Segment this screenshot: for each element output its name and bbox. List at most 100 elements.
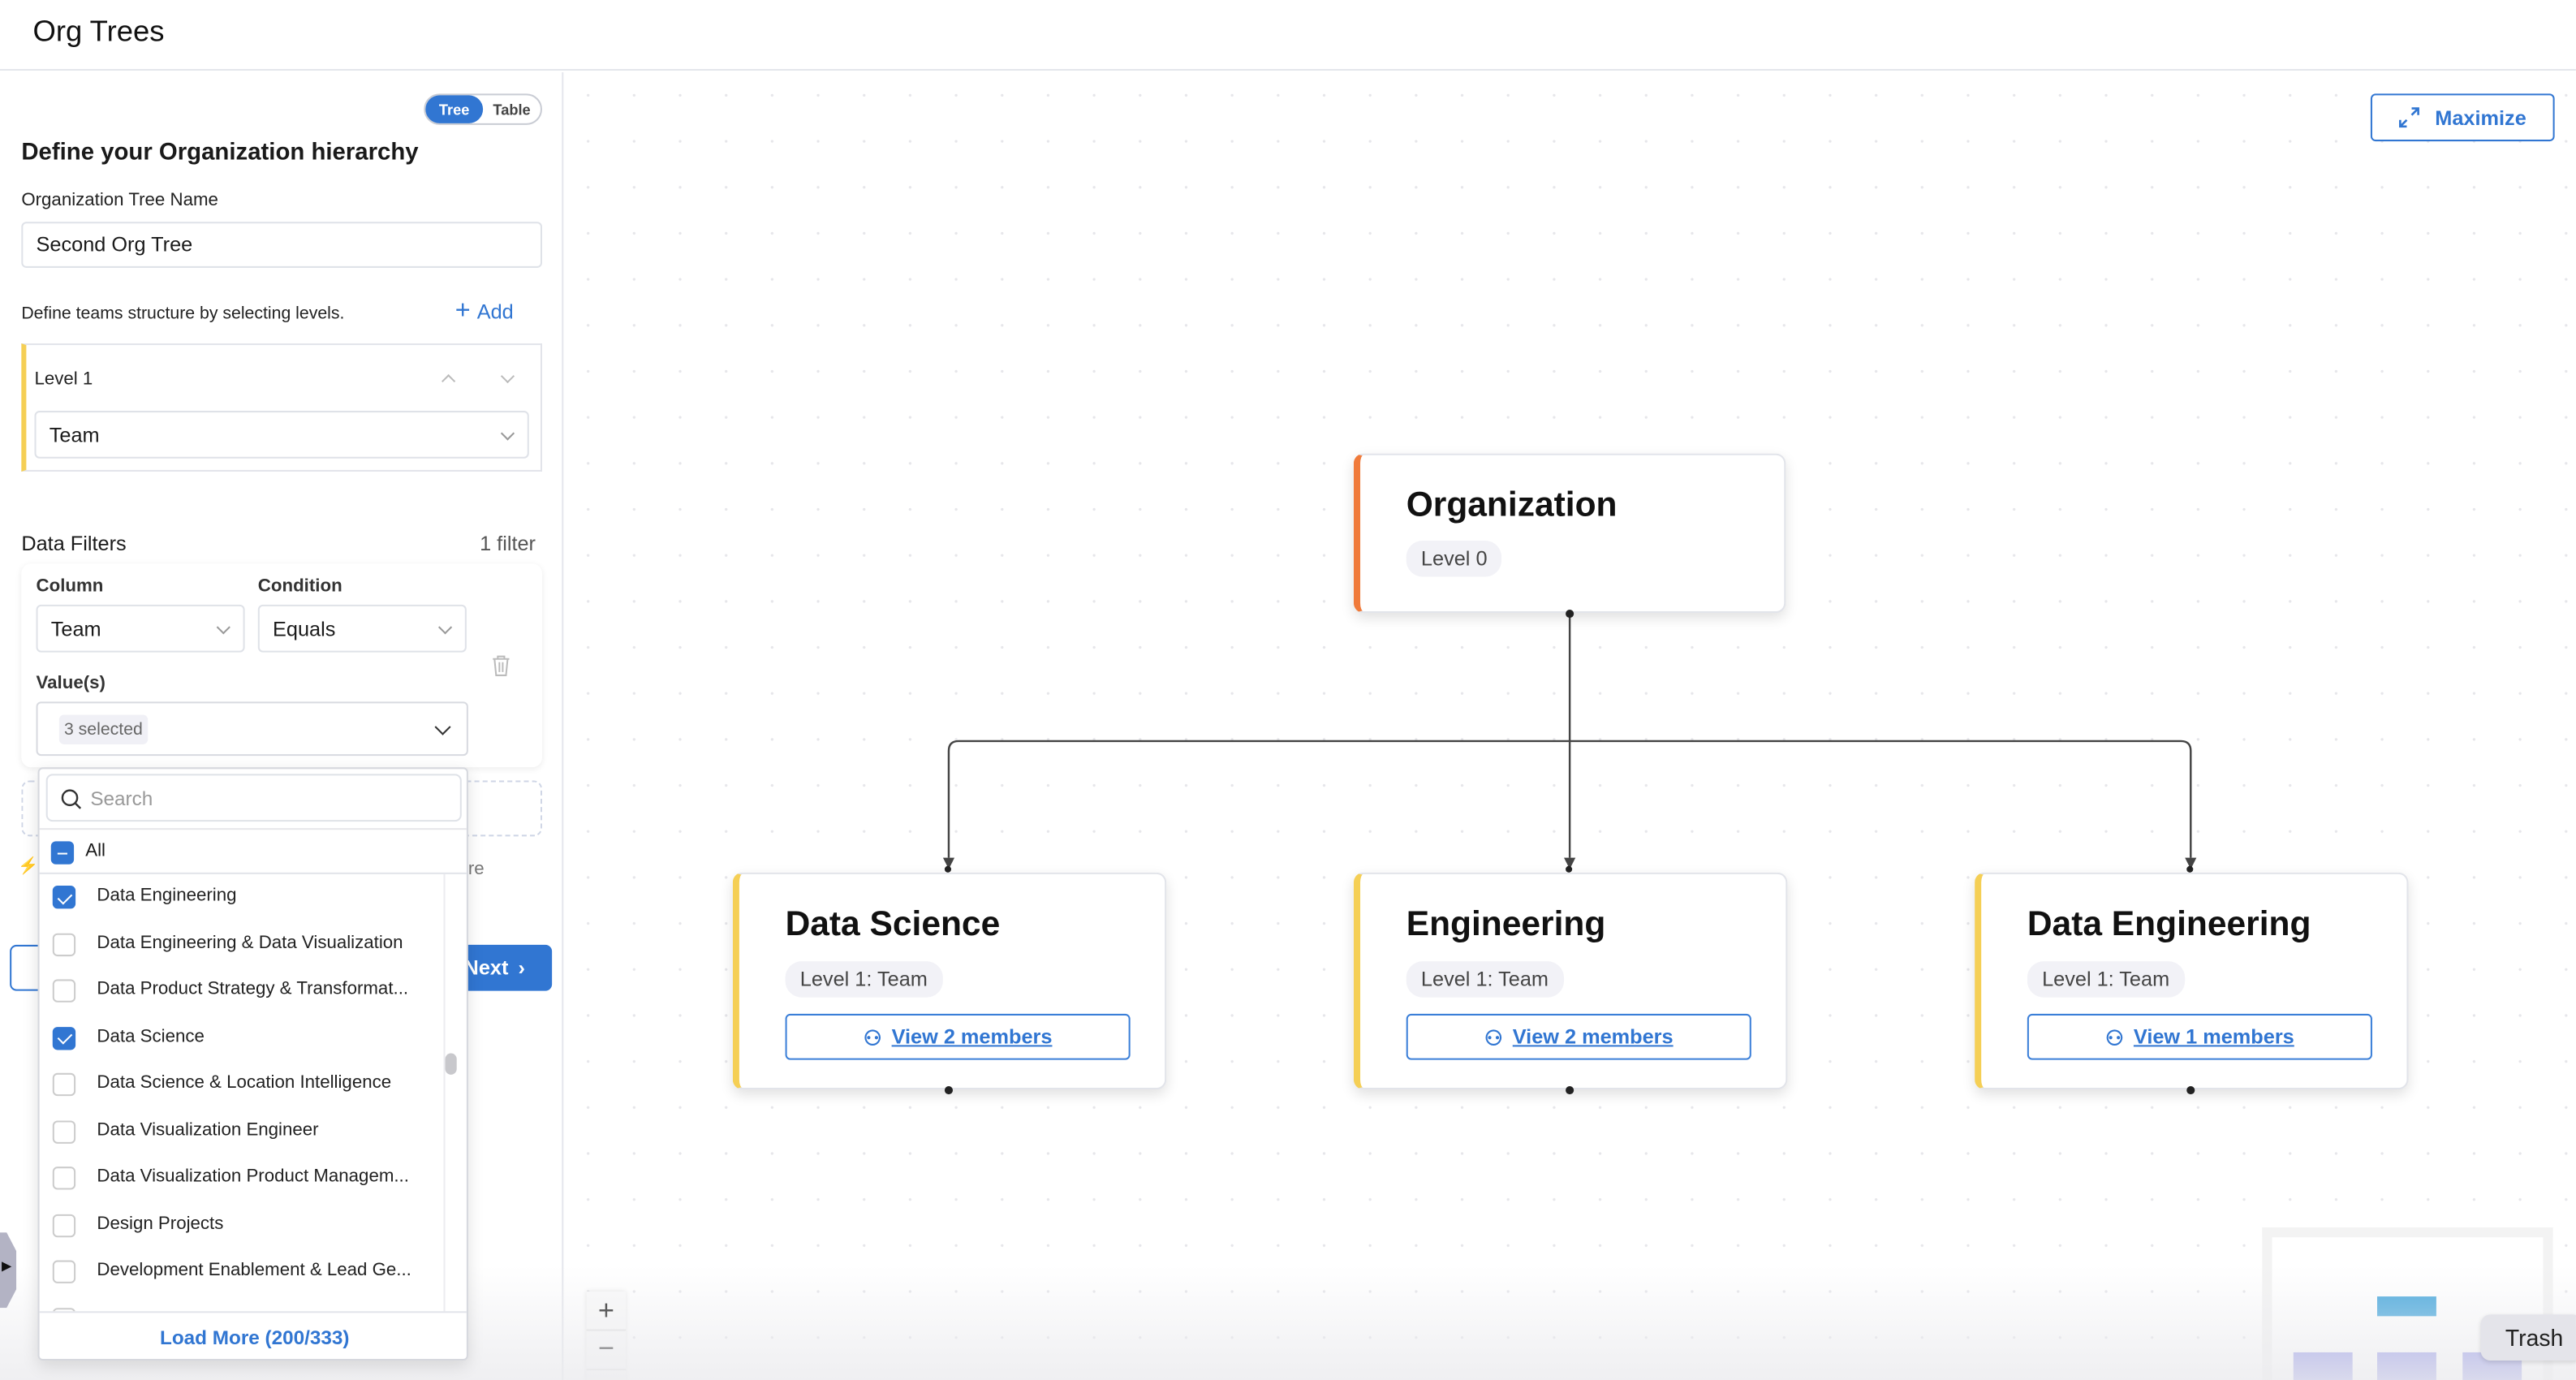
level-chip: Level 0: [1406, 540, 1502, 577]
lightning-icon: ⚡: [18, 857, 39, 876]
section-heading: Define your Organization hierarchy: [21, 140, 419, 166]
handle-dot[interactable]: [2186, 865, 2194, 873]
trash-icon[interactable]: [491, 654, 510, 677]
option-checkbox[interactable]: [52, 1119, 76, 1143]
view-members-label: View 2 members: [891, 1025, 1053, 1049]
option-checkbox[interactable]: [52, 1072, 76, 1097]
option-item[interactable]: Data Engineering & Data Visualization: [40, 921, 444, 968]
column-label: Column: [36, 576, 104, 597]
hidden-text-fragment: re: [467, 859, 485, 879]
users-icon: ⚇: [1484, 1026, 1503, 1050]
level-chip: Level 1: Team: [1406, 961, 1564, 998]
level-value: Team: [49, 423, 100, 446]
column-select[interactable]: Team: [36, 604, 245, 653]
search-icon: [61, 789, 82, 809]
maximize-button[interactable]: Maximize: [2370, 93, 2555, 142]
zoom-out-button[interactable]: −: [586, 1331, 627, 1371]
level-label: Level 1: [34, 369, 93, 390]
filters-count: 1 filter: [480, 532, 536, 556]
toggle-tree[interactable]: Tree: [425, 95, 484, 123]
option-item[interactable]: Development Enablement & Lead Ge...: [40, 1248, 444, 1295]
handle-dot[interactable]: [1566, 1085, 1574, 1095]
option-label: Development Enablement & Lead Ge...: [97, 1260, 411, 1280]
handle-dot[interactable]: [944, 865, 952, 873]
values-label: Value(s): [36, 673, 106, 694]
plus-icon: +: [454, 297, 471, 326]
levels-hint: Define teams structure by selecting leve…: [21, 304, 345, 324]
option-label: Data Science: [97, 1026, 205, 1046]
option-item[interactable]: Data Engineering: [40, 874, 444, 921]
option-checkbox[interactable]: [52, 886, 76, 909]
option-label: Data Visualization Engineer: [97, 1119, 319, 1140]
option-label: Design Projects: [97, 1213, 224, 1234]
option-item[interactable]: Data Science: [40, 1015, 444, 1061]
filter-card: Column Condition Team Equals Value(s) 3 …: [21, 563, 542, 768]
view-members-label: View 2 members: [1512, 1025, 1674, 1049]
arrow-head: [2185, 857, 2197, 869]
node-child[interactable]: Data Engineering Level 1: Team ⚇View 1 m…: [1975, 872, 2409, 1090]
option-label: Data Visualization Product Managem...: [97, 1167, 409, 1187]
chevron-right-icon: ›: [518, 956, 525, 980]
option-item[interactable]: Data Visualization Product Managem...: [40, 1155, 444, 1201]
view-members-button[interactable]: ⚇View 1 members: [2027, 1013, 2372, 1060]
option-checkbox[interactable]: [52, 1167, 76, 1190]
condition-value: Equals: [273, 617, 336, 640]
option-checkbox[interactable]: [52, 979, 76, 1003]
indeterminate-checkbox[interactable]: [50, 841, 75, 865]
node-title: Data Engineering: [2027, 905, 2311, 943]
level-card: Level 1 Team: [21, 343, 542, 472]
option-checkbox[interactable]: [52, 932, 76, 956]
node-title: Engineering: [1406, 905, 1606, 943]
side-expander[interactable]: [0, 1232, 17, 1309]
handle-dot[interactable]: [2186, 1085, 2195, 1095]
next-label: Next: [463, 956, 509, 980]
select-all-row[interactable]: All: [39, 828, 467, 874]
view-toggle[interactable]: Tree Table: [424, 93, 542, 125]
node-child[interactable]: Engineering Level 1: Team ⚇ View 2 member…: [1353, 872, 1788, 1090]
tree-canvas[interactable]: [565, 72, 2576, 1380]
handle-dot[interactable]: [944, 1085, 954, 1095]
view-members-button[interactable]: ⚇ View 2 members: [1406, 1013, 1751, 1060]
add-level-button[interactable]: +Add: [454, 297, 514, 326]
option-item[interactable]: Data Visualization Engineer: [40, 1108, 444, 1154]
option-item[interactable]: Data Science & Location Intelligence: [40, 1062, 444, 1108]
minimap-child-node: [2293, 1352, 2353, 1380]
users-icon: ⚇: [2105, 1026, 2124, 1050]
option-item-partial[interactable]: [40, 1296, 444, 1312]
minimap-child-node: [2377, 1352, 2436, 1380]
app-header: Org Trees: [0, 0, 2576, 71]
search-placeholder: Search: [90, 786, 153, 809]
load-more-button[interactable]: Load More (200/333): [39, 1311, 467, 1359]
add-label: Add: [476, 300, 514, 324]
node-child[interactable]: Data Science Level 1: Team ⚇View 2 membe…: [732, 872, 1167, 1090]
option-label: Data Engineering & Data Visualization: [97, 932, 403, 953]
option-label: Data Product Strategy & Transformat...: [97, 979, 409, 999]
zoom-in-button[interactable]: +: [586, 1292, 627, 1331]
tree-name-value: Second Org Tree: [36, 233, 193, 257]
option-checkbox[interactable]: [52, 1260, 76, 1283]
condition-select[interactable]: Equals: [257, 604, 467, 653]
option-checkbox[interactable]: [52, 1213, 76, 1237]
option-label: Data Engineering: [97, 886, 237, 906]
toggle-table[interactable]: Table: [493, 101, 531, 118]
option-checkbox[interactable]: [52, 1026, 76, 1050]
level-select[interactable]: Team: [34, 411, 529, 459]
scrollbar-thumb[interactable]: [445, 1053, 457, 1075]
tree-name-label: Organization Tree Name: [21, 190, 218, 211]
node-organization[interactable]: Organization Level 0: [1353, 453, 1786, 614]
view-members-button[interactable]: ⚇View 2 members: [785, 1013, 1131, 1060]
handle-dot[interactable]: [1566, 865, 1573, 873]
values-multiselect[interactable]: 3 selected: [36, 701, 468, 757]
arrow-head: [1564, 857, 1576, 869]
option-item[interactable]: Design Projects: [40, 1202, 444, 1248]
handle-dot[interactable]: [1566, 609, 1574, 619]
level-chip: Level 1: Team: [785, 961, 943, 998]
condition-label: Condition: [257, 576, 342, 597]
trash-tooltip: Trash: [2480, 1314, 2576, 1361]
tree-name-input[interactable]: Second Org Tree: [21, 222, 542, 268]
option-item[interactable]: Data Product Strategy & Transformat...: [40, 968, 444, 1014]
dropdown-search-input[interactable]: Search: [45, 774, 462, 822]
